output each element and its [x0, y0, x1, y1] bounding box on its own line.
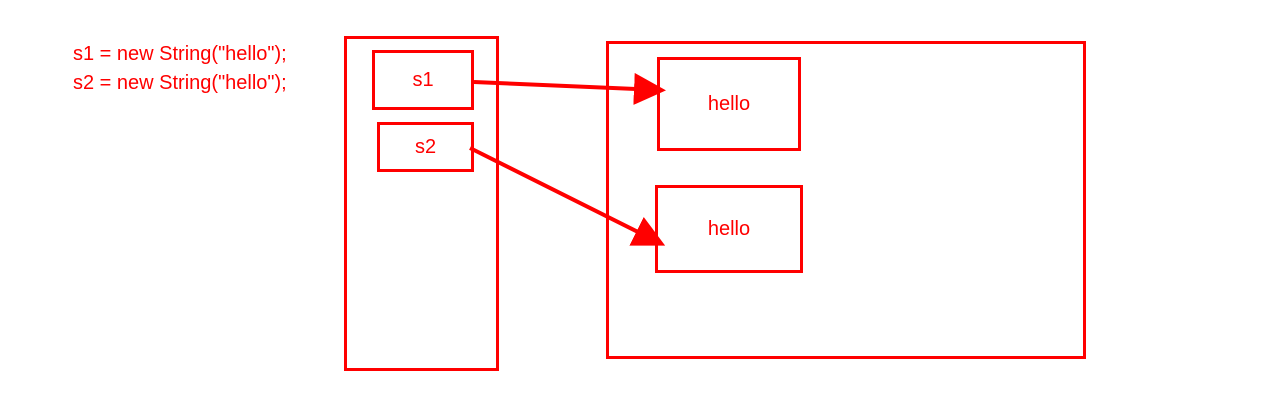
- heap-object-hello-1: hello: [657, 57, 801, 151]
- heap-object-hello-1-label: hello: [707, 92, 751, 115]
- stack-variable-s2: s2: [377, 122, 474, 172]
- heap-object-hello-2: hello: [655, 185, 803, 273]
- code-line-s1: s1 = new String("hello");: [73, 43, 287, 65]
- code-line-s2: s2 = new String("hello");: [73, 72, 287, 94]
- stack-variable-s1-label: s1: [412, 68, 434, 91]
- stack-variable-s1: s1: [372, 50, 474, 110]
- heap-object-hello-2-label: hello: [707, 217, 751, 240]
- stack-variable-s2-label: s2: [414, 135, 437, 158]
